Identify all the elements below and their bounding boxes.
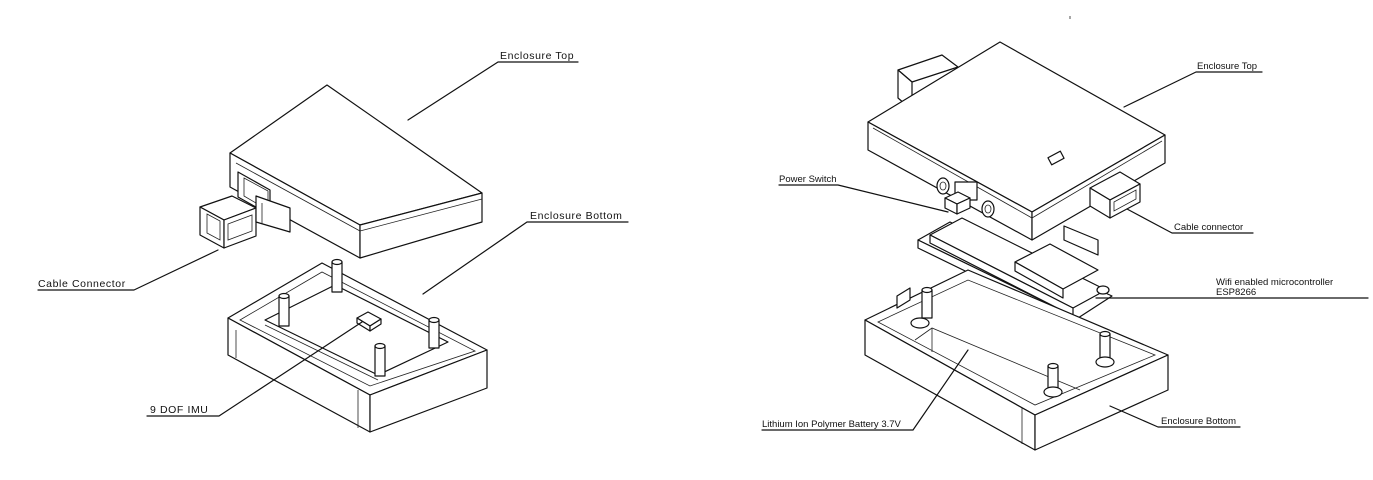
left-cable-connector-drawing [199,195,291,249]
right-power-switch-drawing [944,191,971,215]
right-enclosure-bottom-drawing [864,269,1169,451]
right-cable-connector-drawing [1089,171,1141,219]
left-label-enclosure-top: Enclosure Top [500,50,574,62]
right-label-cable-connector: Cable connector [1174,222,1243,233]
right-label-microcontroller: Wifi enabled microcontroller [1216,277,1333,288]
right-label-power-switch: Power Switch [779,174,837,185]
left-label-imu: 9 DOF IMU [150,404,209,416]
left-enclosure-bottom-drawing [227,258,488,433]
right-label-battery: Lithium Ion Polymer Battery 3.7V [762,419,902,430]
left-label-cable-connector: Cable Connector [38,278,126,290]
left-enclosure-top-drawing [229,84,483,259]
right-exploded-view: Enclosure Top Power Switch Cable connect… [761,16,1369,451]
right-label-enclosure-bottom: Enclosure Bottom [1161,416,1236,427]
left-label-enclosure-bottom: Enclosure Bottom [530,210,622,222]
left-exploded-view: Enclosure Top Enclosure Bottom Cable Con… [37,50,629,433]
right-label-enclosure-top: Enclosure Top [1197,61,1257,72]
right-label-microcontroller-model: ESP8266 [1216,287,1256,298]
